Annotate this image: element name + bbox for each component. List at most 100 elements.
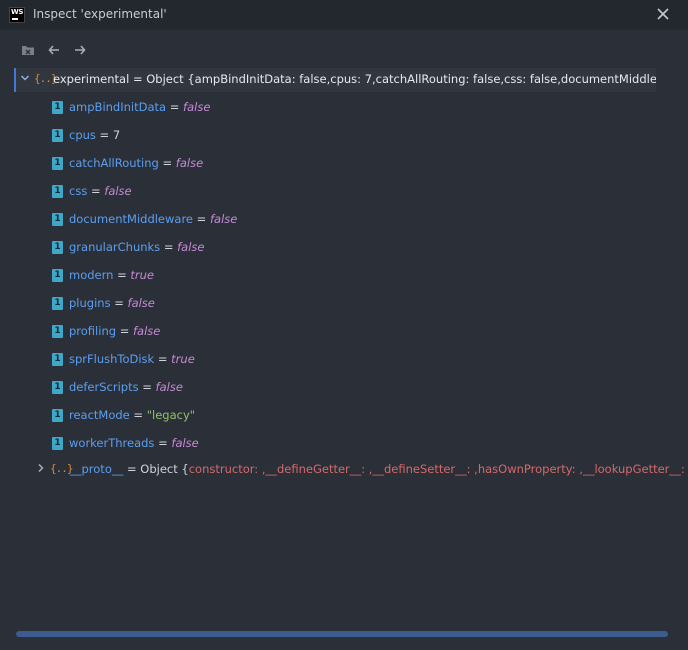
- property-label: workerThreads = false: [69, 436, 199, 451]
- property-key: modern: [69, 268, 114, 282]
- property-label: granularChunks = false: [69, 240, 204, 255]
- property-label: reactMode = "legacy": [69, 408, 195, 423]
- property-eq: =: [110, 296, 128, 310]
- chevron-right-icon[interactable]: [36, 463, 46, 475]
- window-title: Inspect 'experimental': [33, 7, 167, 21]
- property-row[interactable]: 1 deferScripts = false: [14, 376, 654, 400]
- horizontal-scrollbar[interactable]: [16, 631, 668, 637]
- primitive-icon: 1: [52, 129, 63, 142]
- proto-member: hasOwnProperty: ,: [477, 462, 583, 476]
- property-value: false: [177, 240, 205, 254]
- chevron-down-icon[interactable]: [20, 73, 30, 85]
- object-icon: {..}: [50, 462, 73, 475]
- proto-members: constructor: ,__defineGetter__: ,__defin…: [189, 462, 688, 476]
- property-row[interactable]: 1 plugins = false: [14, 292, 654, 316]
- primitive-icon: 1: [52, 381, 63, 394]
- property-value: false: [155, 380, 183, 394]
- property-eq: =: [95, 128, 113, 142]
- property-label: profiling = false: [69, 324, 160, 339]
- property-row[interactable]: 1 sprFlushToDisk = true: [14, 348, 654, 372]
- folder-close-icon[interactable]: [20, 42, 36, 58]
- primitive-icon: 1: [52, 297, 63, 310]
- primitive-icon: 1: [52, 409, 63, 422]
- property-label: deferScripts = false: [69, 380, 183, 395]
- property-key: ampBindInitData: [69, 100, 167, 114]
- toolbar: [0, 40, 688, 62]
- property-row[interactable]: 1 modern = true: [14, 264, 654, 288]
- proto-label: __proto__ = Object {constructor: ,__defi…: [70, 462, 688, 477]
- property-label: sprFlushToDisk = true: [69, 352, 195, 367]
- root-label: experimental = Object {ampBindInitData: …: [53, 72, 656, 86]
- property-key: workerThreads: [69, 436, 155, 450]
- webstorm-logo-icon: WS: [9, 7, 25, 23]
- property-value: false: [104, 184, 132, 198]
- property-value: false: [183, 100, 211, 114]
- property-key: granularChunks: [69, 240, 161, 254]
- property-eq: =: [160, 240, 178, 254]
- primitive-icon: 1: [52, 269, 63, 282]
- property-row[interactable]: 1 profiling = false: [14, 320, 654, 344]
- property-row[interactable]: 1 granularChunks = false: [14, 236, 654, 260]
- property-value: false: [209, 212, 238, 226]
- property-row[interactable]: 1 documentMiddleware = false: [14, 208, 654, 232]
- property-label: modern = true: [69, 268, 154, 283]
- property-value: "legacy": [146, 408, 196, 422]
- title-bar: WS Inspect 'experimental': [0, 0, 688, 30]
- primitive-icon: 1: [52, 213, 63, 226]
- close-icon[interactable]: [654, 5, 672, 23]
- proto-member: __defineGetter__: ,: [265, 462, 373, 476]
- property-eq: =: [193, 212, 210, 226]
- property-value: true: [171, 352, 195, 366]
- primitive-icon: 1: [52, 353, 63, 366]
- proto-eq: = Object {: [123, 462, 189, 476]
- property-value: false: [171, 436, 199, 450]
- property-row[interactable]: 1 workerThreads = false: [14, 432, 654, 456]
- property-label: cpus = 7: [69, 128, 120, 143]
- property-value: true: [130, 268, 154, 282]
- property-key: sprFlushToDisk: [69, 352, 155, 366]
- property-value: false: [133, 324, 161, 338]
- proto-key: __proto__: [70, 462, 124, 476]
- property-row[interactable]: 1 ampBindInitData = false: [14, 96, 654, 120]
- object-icon: {..}: [34, 72, 57, 85]
- property-value: false: [127, 296, 155, 310]
- proto-member: constructor: ,: [188, 462, 266, 476]
- arrow-right-icon[interactable]: [72, 42, 88, 58]
- primitive-icon: 1: [52, 241, 63, 254]
- property-eq: =: [166, 100, 184, 114]
- property-eq: =: [154, 436, 172, 450]
- property-eq: =: [138, 380, 156, 394]
- primitive-icon: 1: [52, 185, 63, 198]
- property-value: 7: [112, 128, 121, 142]
- app-logo-text: WS: [11, 8, 24, 16]
- property-label: catchAllRouting = false: [69, 156, 203, 171]
- property-key: deferScripts: [69, 380, 139, 394]
- primitive-icon: 1: [52, 101, 63, 114]
- property-row[interactable]: 1 cpus = 7: [14, 124, 654, 148]
- proto-member: __defineSetter__: ,: [372, 462, 478, 476]
- property-label: plugins = false: [69, 296, 155, 311]
- property-row[interactable]: 1 css = false: [14, 180, 654, 204]
- property-eq: =: [129, 408, 147, 422]
- property-key: reactMode: [69, 408, 130, 422]
- property-eq: =: [158, 156, 176, 170]
- property-key: catchAllRouting: [69, 156, 159, 170]
- property-eq: =: [87, 184, 105, 198]
- proto-row[interactable]: {..} __proto__ = Object {constructor: ,_…: [14, 458, 688, 482]
- property-key: profiling: [69, 324, 117, 338]
- arrow-left-icon[interactable]: [46, 42, 62, 58]
- property-key: cpus: [69, 128, 96, 142]
- app-logo-bar: [12, 18, 18, 20]
- property-label: css = false: [69, 184, 132, 199]
- primitive-icon: 1: [52, 325, 63, 338]
- property-eq: =: [113, 268, 131, 282]
- tree-root-row[interactable]: {..} experimental = Object {ampBindInitD…: [14, 68, 656, 92]
- primitive-icon: 1: [52, 437, 63, 450]
- property-key: css: [69, 184, 88, 198]
- property-row[interactable]: 1 reactMode = "legacy": [14, 404, 654, 428]
- property-key: plugins: [69, 296, 111, 310]
- property-key: documentMiddleware: [69, 212, 194, 226]
- proto-member: __lookupGetter__: ,: [582, 462, 688, 476]
- property-value: false: [175, 156, 204, 170]
